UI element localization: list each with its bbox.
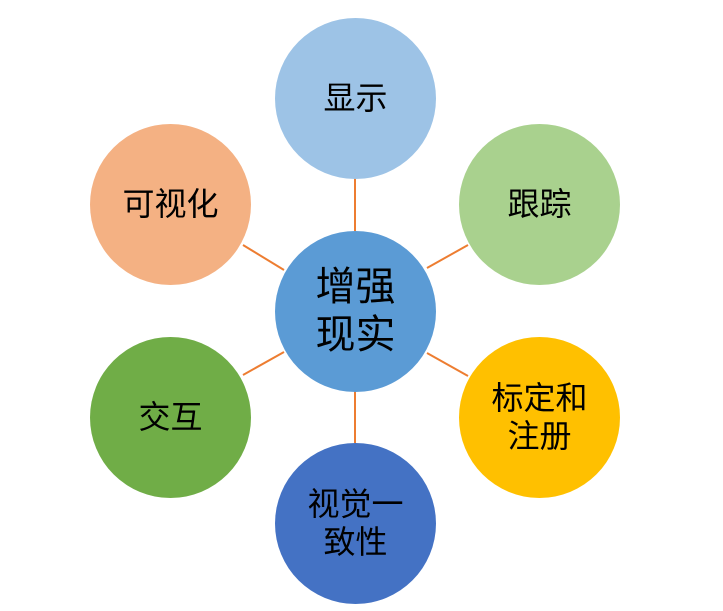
node-visualization: 可视化 [90,124,251,285]
connector-left-bottom [242,351,285,376]
node-visual-line1: 视觉一 [307,484,404,523]
node-visual-consistency: 视觉一 致性 [275,443,436,604]
center-node-augmented-reality: 增强 现实 [275,231,436,392]
node-tracking-label: 跟踪 [507,184,572,223]
node-interaction: 交互 [90,337,251,498]
node-visual-line2: 致性 [323,522,388,561]
node-calibration-line2: 注册 [507,416,572,455]
connector-right-top [426,244,469,269]
center-node-line2: 现实 [315,311,396,358]
node-display: 显示 [275,18,436,179]
node-interaction-label: 交互 [138,397,203,436]
center-node-line1: 增强 [315,264,396,311]
connector-left-top [242,244,285,271]
node-calibration-registration: 标定和 注册 [459,337,620,498]
node-tracking: 跟踪 [459,124,620,285]
node-visualization-label: 可视化 [122,184,219,223]
node-display-label: 显示 [323,78,388,117]
connector-right-bottom [426,352,469,377]
node-calibration-line1: 标定和 [491,378,588,417]
